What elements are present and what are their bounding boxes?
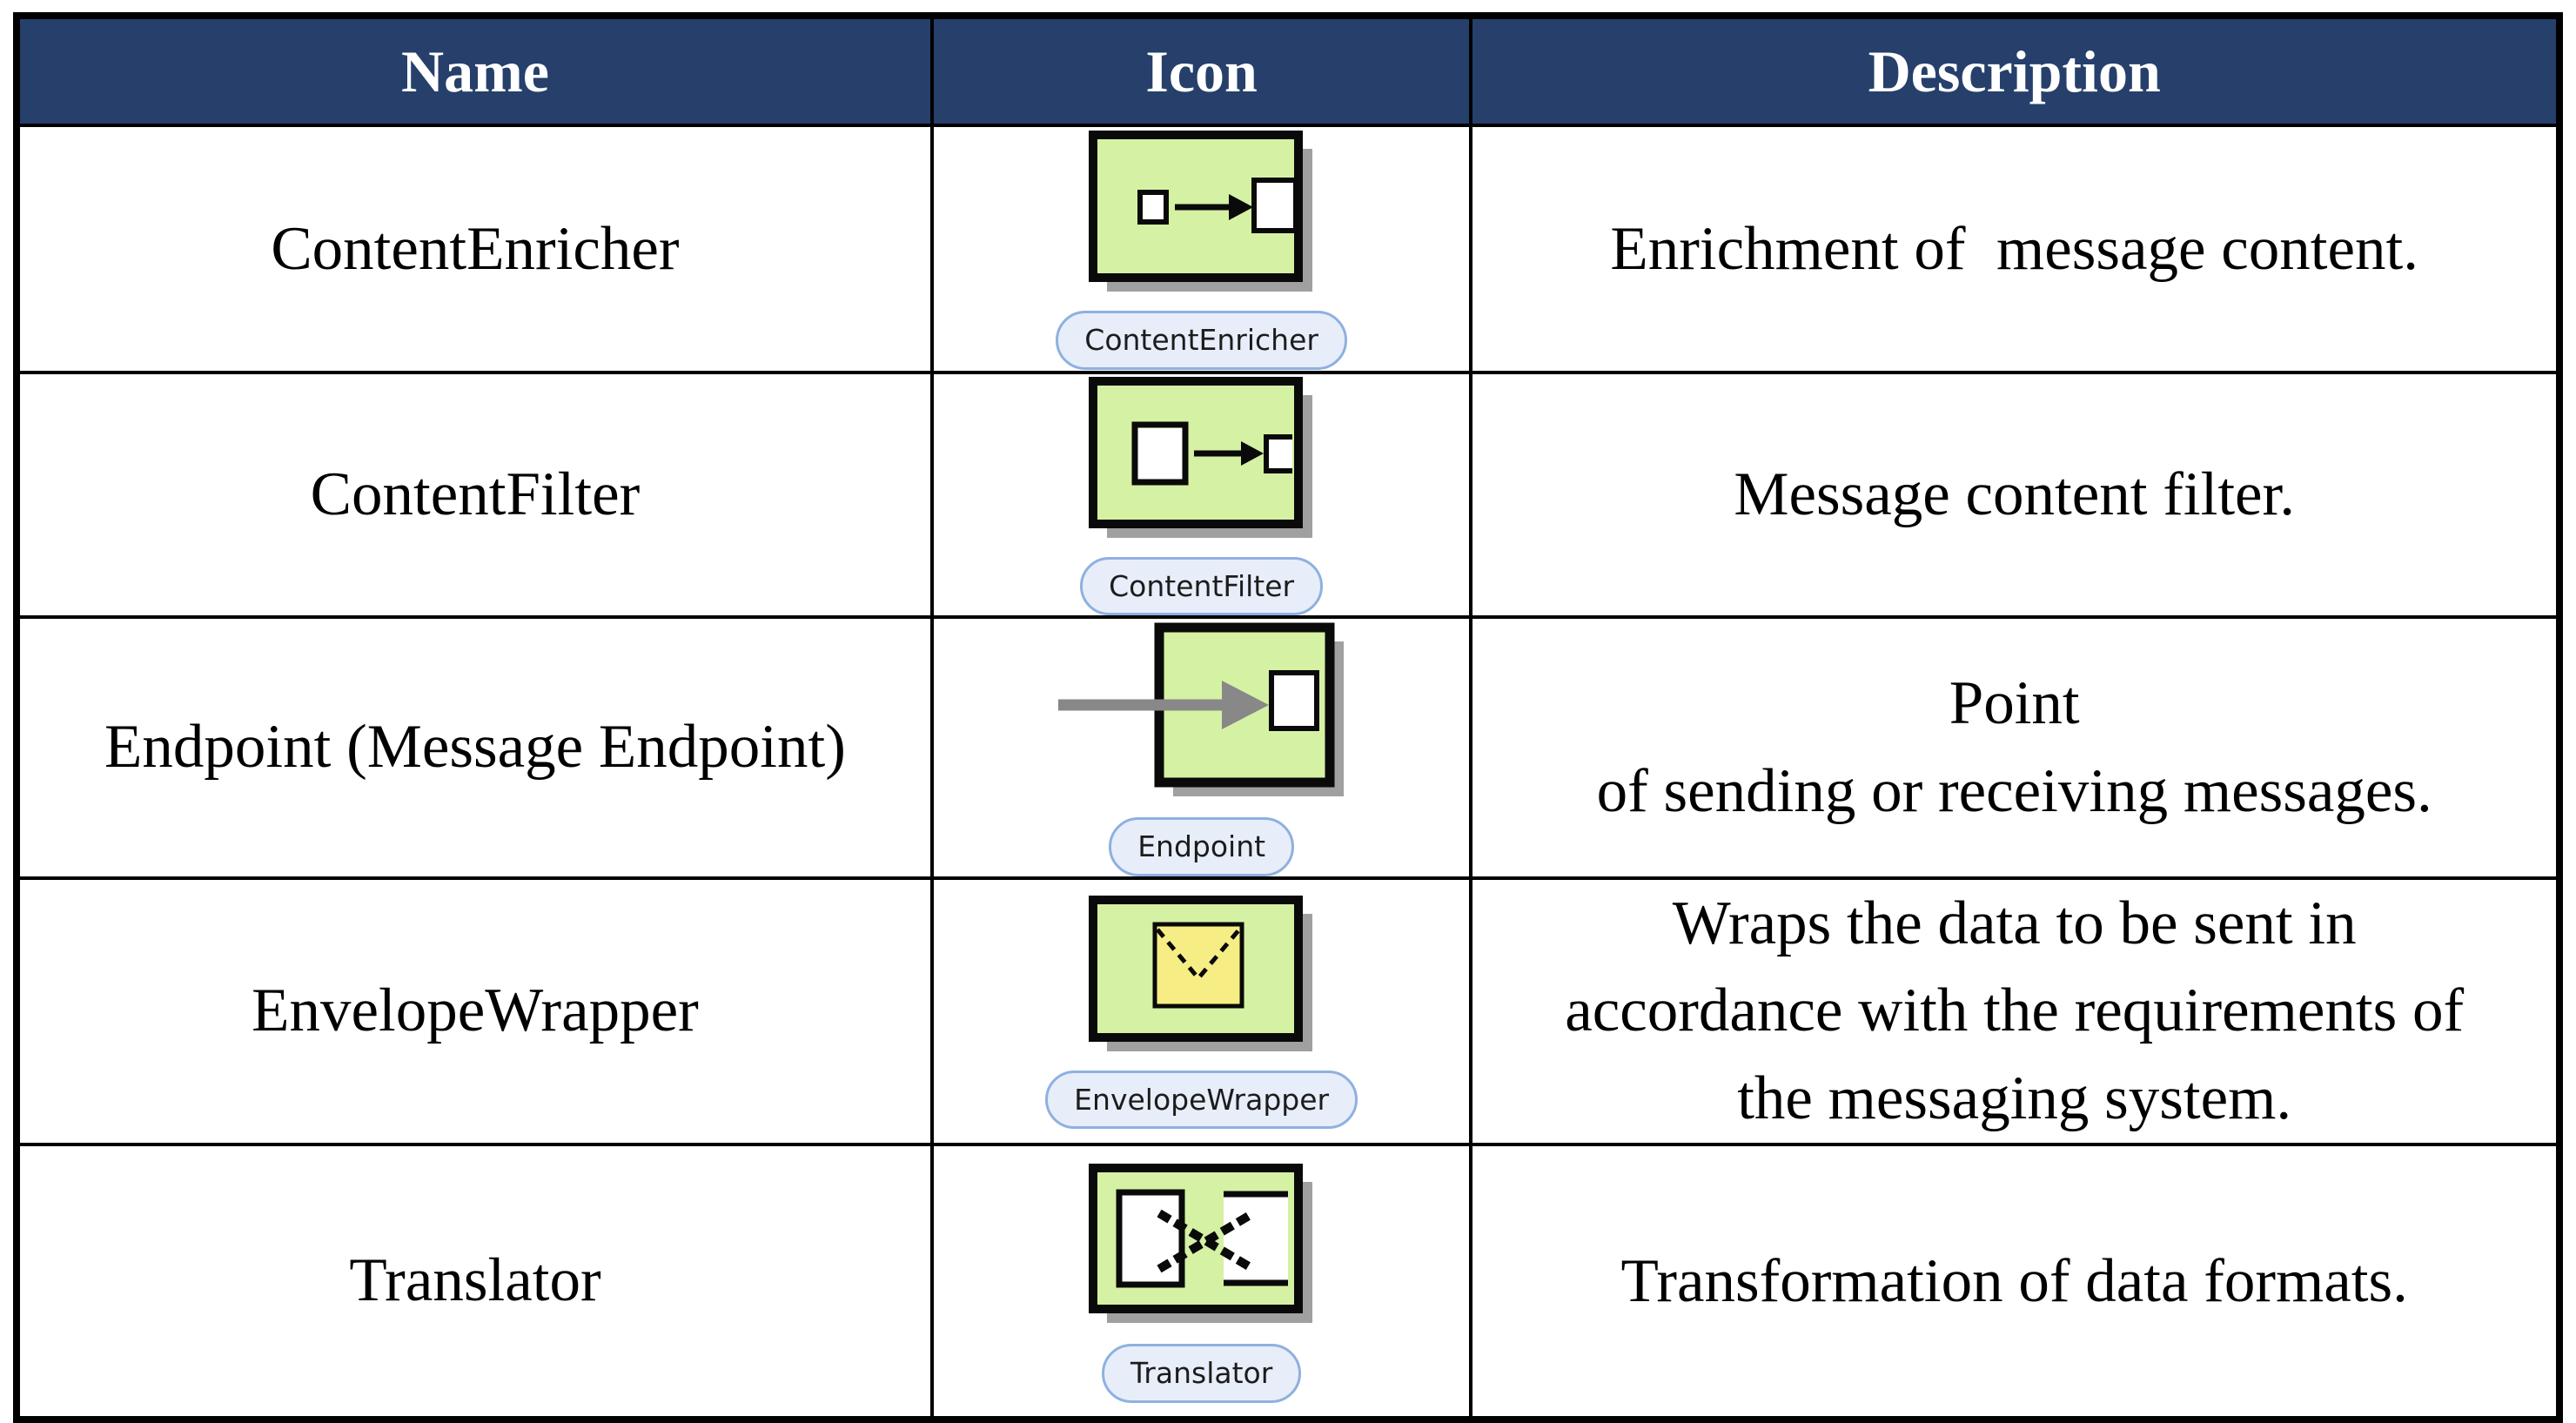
column-header-name: Name <box>15 14 934 127</box>
pattern-description: Transformation of data formats. <box>1469 1142 2561 1421</box>
pattern-description: Wraps the data to be sent in accordance … <box>1469 876 2561 1146</box>
pattern-name: EnvelopeWrapper <box>15 876 934 1146</box>
endpoint-icon: Endpoint <box>934 619 1469 876</box>
envelope-wrapper-icon: EnvelopeWrapper <box>934 893 1469 1130</box>
table-row: ContentFilter ContentFilter <box>15 370 2561 620</box>
pattern-description: Message content filter. <box>1469 370 2561 620</box>
table-row: ContentEnricher ContentEnricher <box>15 124 2561 374</box>
icon-label-badge: ContentFilter <box>1080 557 1324 616</box>
content-enricher-icon: ContentEnricher <box>934 128 1469 370</box>
pattern-description: Enrichment of message content. <box>1469 124 2561 374</box>
translator-icon: Translator <box>934 1159 1469 1403</box>
table-row: EnvelopeWrapper EnvelopeWrapper Wraps th… <box>15 876 2561 1146</box>
icon-label-badge: EnvelopeWrapper <box>1045 1071 1358 1130</box>
table-row: Endpoint (Message Endpoint) Endpoint Po <box>15 615 2561 880</box>
header-row: Name Icon Description <box>15 14 2561 127</box>
translator-glyph <box>1088 1164 1312 1324</box>
pattern-description: Point of sending or receiving messages. <box>1469 615 2561 880</box>
pattern-name: ContentFilter <box>15 370 934 620</box>
envelope-wrapper-glyph <box>1088 896 1312 1052</box>
column-header-description: Description <box>1469 14 2561 127</box>
icon-label-badge: Translator <box>1101 1344 1302 1403</box>
pattern-name: Translator <box>15 1142 934 1421</box>
pattern-name: Endpoint (Message Endpoint) <box>15 615 934 880</box>
pattern-name: ContentEnricher <box>15 124 934 374</box>
icon-label-badge: ContentEnricher <box>1056 311 1347 370</box>
patterns-table: Name Icon Description ContentEnricher <box>13 12 2563 1423</box>
endpoint-glyph <box>1057 622 1344 797</box>
content-enricher-glyph <box>1088 131 1312 292</box>
table-row: Translator Translator <box>15 1142 2561 1421</box>
content-filter-glyph <box>1088 377 1312 538</box>
content-filter-icon: ContentFilter <box>934 374 1469 616</box>
column-header-icon: Icon <box>929 14 1473 127</box>
icon-label-badge: Endpoint <box>1109 817 1295 876</box>
